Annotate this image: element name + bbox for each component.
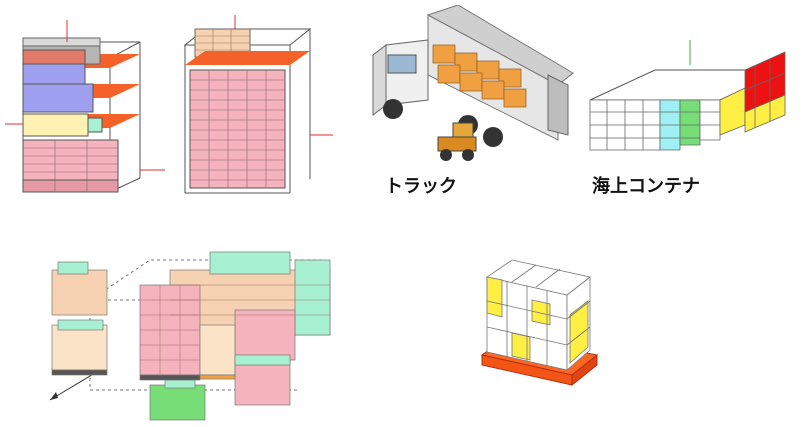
sea-container-illustration — [585, 40, 790, 160]
truck-caption: トラック — [385, 172, 457, 198]
rack-loading-illustration — [5, 20, 170, 200]
warehouse-stacking-illustration — [40, 240, 340, 425]
truck-illustration — [368, 5, 578, 170]
pallet-stack-illustration — [175, 15, 335, 200]
container-caption: 海上コンテナ — [592, 172, 700, 198]
palletized-cartons-illustration — [472, 255, 602, 395]
